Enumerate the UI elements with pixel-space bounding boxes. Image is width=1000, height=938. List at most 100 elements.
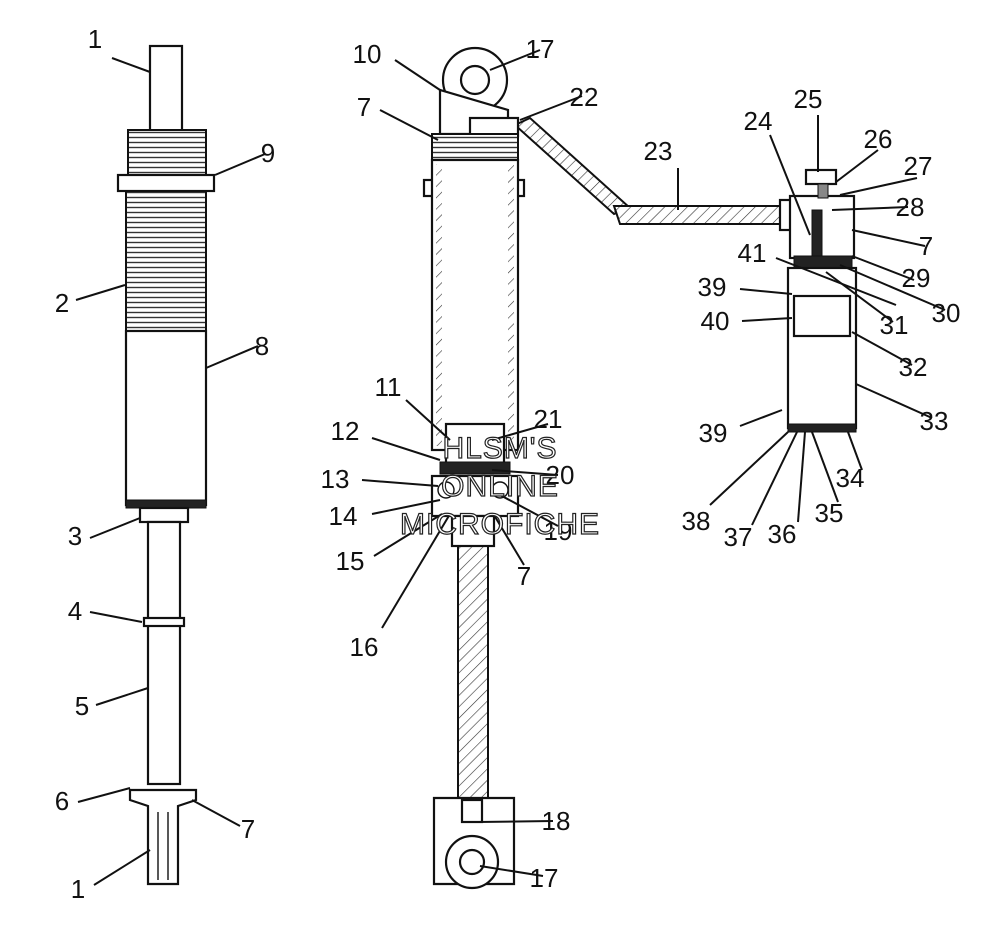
callout-c17b: 17 [530,863,559,893]
callout-c8: 8 [255,331,269,361]
leader-line-c10 [394,59,441,91]
leader-line-c2 [75,284,126,301]
shaft-ring [142,616,186,628]
cylinder-wall-right [508,164,514,446]
callout-c31: 31 [880,310,909,340]
bottom-mount-bumper [128,788,198,886]
cylinder-wall-left [436,164,442,446]
callout-c13: 13 [321,464,350,494]
callout-c23: 23 [644,136,673,166]
leader-line-c37 [751,431,798,526]
callout-c7d: 7 [517,561,531,591]
rod-seal [450,514,496,548]
cylinder-outer [430,158,520,452]
callout-c4: 4 [68,596,82,626]
leader-line-c38 [709,431,789,506]
callout-c20: 20 [546,460,575,490]
leader-line-c8 [205,345,259,369]
leader-line-c31 [825,271,894,323]
callout-c18: 18 [542,806,571,836]
assembled-shock [116,44,216,886]
callout-c22: 22 [570,82,599,112]
callout-c28: 28 [896,192,925,222]
callout-c29: 29 [902,263,931,293]
leader-line-c16 [381,513,451,629]
leader-line-c7a [191,799,241,827]
top-eye-bushing [459,64,491,96]
shim-left [437,481,455,499]
leader-line-c32 [851,331,913,366]
leader-line-c41 [775,257,897,306]
leader-line-c12 [371,437,441,461]
callout-c11: 11 [375,372,402,402]
leader-line-c17b [479,865,544,877]
leader-line-c13 [361,479,439,487]
spring-adjuster-nut [116,173,216,193]
callout-c9: 9 [261,138,275,168]
piston-rod [457,515,489,799]
callout-c12: 12 [331,416,360,446]
leader-line-c6 [77,787,131,803]
watermark: HLSM'S ONLINE MICROFICHE [399,431,600,541]
top-cap [431,133,519,161]
leader-line-c30 [839,264,946,311]
callout-c41: 41 [738,238,767,268]
callout-c7a: 7 [241,814,255,844]
shim-right [491,481,509,499]
callout-c21: 21 [534,404,563,434]
leader-line-c14 [371,499,441,515]
callout-c14: 14 [329,501,358,531]
leader-line-c11 [405,399,451,441]
leader-line-c36 [797,431,806,523]
watermark-line-3: MICROFICHE [400,508,600,541]
callout-c16: 16 [350,632,379,662]
leader-line-c35 [811,431,839,503]
callout-c6: 6 [55,786,69,816]
leader-line-c24 [769,134,811,236]
callout-c27: 27 [904,151,933,181]
reservoir-hose-upper [513,116,632,216]
callout-c5: 5 [75,691,89,721]
callout-c24: 24 [744,106,773,136]
clevis-bolt [460,798,484,824]
leader-line-c22 [519,95,583,121]
leader-line-c7b [379,109,439,141]
shock-body [124,329,208,507]
reservoir-hose [612,205,791,225]
leader-line-c26 [835,149,879,183]
leader-line-c3 [89,517,141,539]
callout-c3: 3 [68,521,82,551]
callout-c30: 30 [932,298,961,328]
callout-c38: 38 [682,506,711,536]
leader-line-c21 [491,423,549,441]
leader-line-c9 [214,153,266,176]
callout-c39b: 39 [699,418,728,448]
leader-line-c39a [739,288,793,295]
callout-c37: 37 [724,522,753,552]
callout-c36: 36 [768,519,797,549]
leader-line-c29 [851,255,915,281]
callout-c34: 34 [836,463,865,493]
leader-line-c1a [111,57,151,73]
bottom-eye-bushing [458,848,486,876]
callout-c19: 19 [544,516,573,546]
leader-line-c15 [373,513,443,557]
leader-line-c19 [499,494,559,527]
reservoir-body [786,266,858,430]
leader-line-c39b [739,409,783,427]
sectioned-shock [422,46,632,890]
callout-c15: 15 [336,546,365,576]
shaft-seal-cap [138,506,190,524]
callout-c10: 10 [353,39,382,69]
callout-c7b: 7 [357,92,371,122]
callout-c25: 25 [794,84,823,114]
leader-line-c20 [491,469,559,476]
leader-line-c27 [839,177,918,196]
watermark-line-2: ONLINE [441,470,559,503]
threaded-body [125,190,207,332]
callout-c1b: 1 [71,874,85,904]
bottom-mount-detail [157,812,169,880]
callout-c40: 40 [701,306,730,336]
